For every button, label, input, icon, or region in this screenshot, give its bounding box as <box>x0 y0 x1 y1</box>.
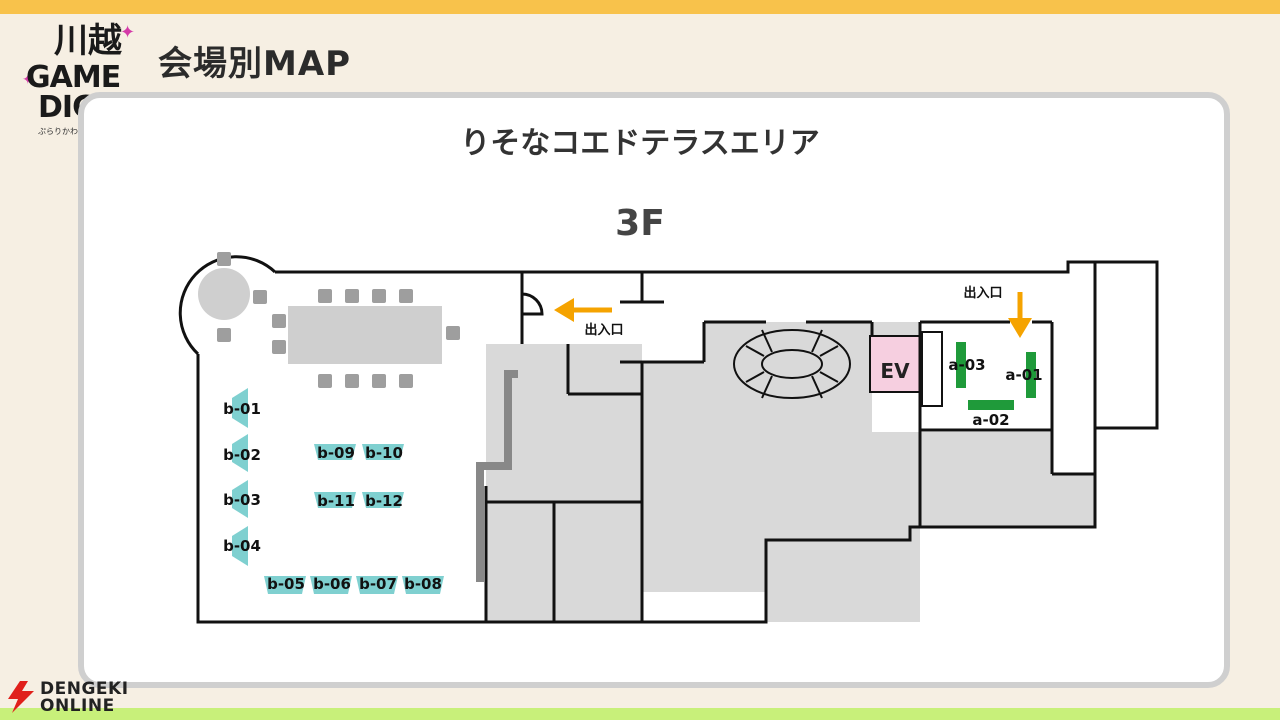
booth-label-a02: a-02 <box>972 411 1009 429</box>
booth-a-shapes <box>956 342 1036 410</box>
booth-label-b05: b-05 <box>267 575 305 593</box>
booth-label-b12: b-12 <box>365 492 403 510</box>
watermark-line2: ONLINE <box>40 696 115 716</box>
booth-label-b03: b-03 <box>223 491 261 509</box>
booth-label-b07: b-07 <box>359 575 397 593</box>
elevator-box <box>869 335 921 393</box>
lightning-bolt-icon <box>8 681 34 713</box>
top-color-strip <box>0 0 1280 14</box>
elevator-label: EV <box>880 359 910 383</box>
booth-label-b11: b-11 <box>317 492 355 510</box>
booth-label-a01: a-01 <box>1005 366 1042 384</box>
atrium-oval <box>733 329 851 399</box>
sparkle-icon: ✦ <box>120 22 136 43</box>
page-title: 会場別MAP <box>158 44 352 84</box>
booth-label-b10: b-10 <box>365 444 403 462</box>
gray-area <box>522 344 568 394</box>
booth-label-b09: b-09 <box>317 444 355 462</box>
gray-area <box>870 322 920 336</box>
booth-label-b04: b-04 <box>223 537 261 555</box>
gray-area <box>920 432 1095 527</box>
gray-area <box>642 322 920 622</box>
floor-label: 3F <box>615 203 665 244</box>
logo-kawagoe-text: 川越 <box>54 21 122 61</box>
area-title: りそなコエドテラスエリア <box>460 126 820 161</box>
sparkle-icon: ✦ <box>22 72 34 88</box>
stair-wall <box>476 370 518 582</box>
watermark-line1: DENGEKI <box>40 679 129 699</box>
entrance-arrow-left <box>554 298 612 322</box>
booth-b-shapes <box>232 388 444 594</box>
entrance-arrow-down <box>1008 292 1032 338</box>
booth-label-b06: b-06 <box>313 575 351 593</box>
gray-areas <box>486 322 1095 622</box>
booth-label-b01: b-01 <box>223 400 261 418</box>
booth-label-b08: b-08 <box>404 575 442 593</box>
entrance-label: 出入口 <box>963 285 1002 301</box>
lounge-furniture <box>198 252 460 388</box>
partition-panel <box>921 331 943 407</box>
dengeki-online-watermark: DENGEKI ONLINE <box>2 677 132 719</box>
booth-label-a03: a-03 <box>948 356 985 374</box>
bottom-color-strip <box>0 708 1280 720</box>
entrance-label: 出入口 <box>584 322 623 338</box>
booth-label-b02: b-02 <box>223 446 261 464</box>
logo-game-text: GAME <box>26 60 121 95</box>
walls <box>178 255 1159 624</box>
